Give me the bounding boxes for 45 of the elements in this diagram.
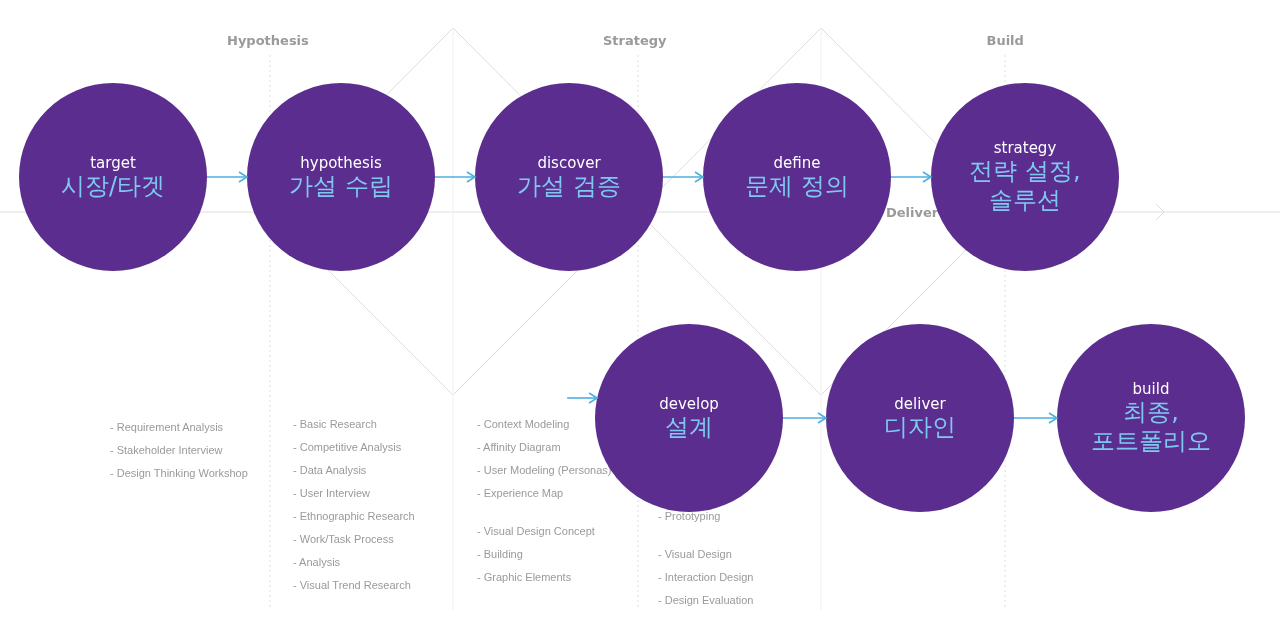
arrow bbox=[890, 171, 932, 183]
list-item: - User Interview bbox=[293, 487, 371, 499]
stage-name: target bbox=[90, 153, 136, 172]
arrow bbox=[434, 171, 476, 183]
list-item: - Analysis bbox=[293, 556, 341, 568]
list-item: - Interaction Design bbox=[658, 571, 754, 583]
stage-name: discover bbox=[537, 153, 601, 172]
list-item: - Visual Design Concept bbox=[477, 525, 595, 537]
list-item: - Building bbox=[477, 548, 523, 560]
stage-title: 설계 bbox=[664, 412, 714, 442]
stage-title: 최종, 포트폴리오 bbox=[1090, 398, 1212, 456]
list-item: - Graphic Elements bbox=[477, 571, 572, 583]
list-item: - Design Thinking Workshop bbox=[110, 467, 248, 479]
stage-name: hypothesis bbox=[300, 153, 382, 172]
list-item: - Visual Design bbox=[658, 548, 732, 560]
arrow bbox=[782, 412, 827, 424]
list-item: - Context Modeling bbox=[477, 418, 570, 430]
list-item: - Competitive Analysis bbox=[293, 441, 402, 453]
stage-name: develop bbox=[659, 394, 719, 413]
stage-name: define bbox=[773, 153, 821, 172]
arrow bbox=[1013, 412, 1058, 424]
list-item: - Data Analysis bbox=[293, 464, 367, 476]
list-item: - Requirement Analysis bbox=[110, 421, 224, 433]
stage-name: strategy bbox=[993, 139, 1057, 157]
stage-title: 시장/타겟 bbox=[59, 171, 167, 201]
list-item: - Basic Research bbox=[293, 418, 377, 430]
list-item: - Ethnographic Research bbox=[293, 510, 415, 522]
stage-title: 가설 검증 bbox=[516, 171, 622, 201]
stage-title: 문제 정의 bbox=[744, 171, 850, 201]
list-item: - User Modeling (Personas) bbox=[477, 464, 612, 476]
stage-name: build bbox=[1132, 380, 1170, 398]
list-item: - Visual Trend Research bbox=[293, 579, 411, 591]
list-item: - Work/Task Process bbox=[293, 533, 394, 545]
stage-name: deliver bbox=[894, 394, 946, 413]
list-item: - Prototyping bbox=[658, 510, 721, 522]
list-item: - Experience Map bbox=[477, 487, 564, 499]
stage-title: 디자인 bbox=[883, 412, 957, 442]
arrow bbox=[206, 171, 248, 183]
stage-title: 전략 설정, 솔루션 bbox=[968, 157, 1082, 215]
list-item: - Affinity Diagram bbox=[477, 441, 561, 453]
stage-title: 가설 수립 bbox=[288, 171, 394, 201]
arrow bbox=[662, 171, 704, 183]
arrow bbox=[566, 392, 598, 404]
list-item: - Design Evaluation bbox=[658, 594, 754, 606]
list-item: - Stakeholder Interview bbox=[110, 444, 223, 456]
